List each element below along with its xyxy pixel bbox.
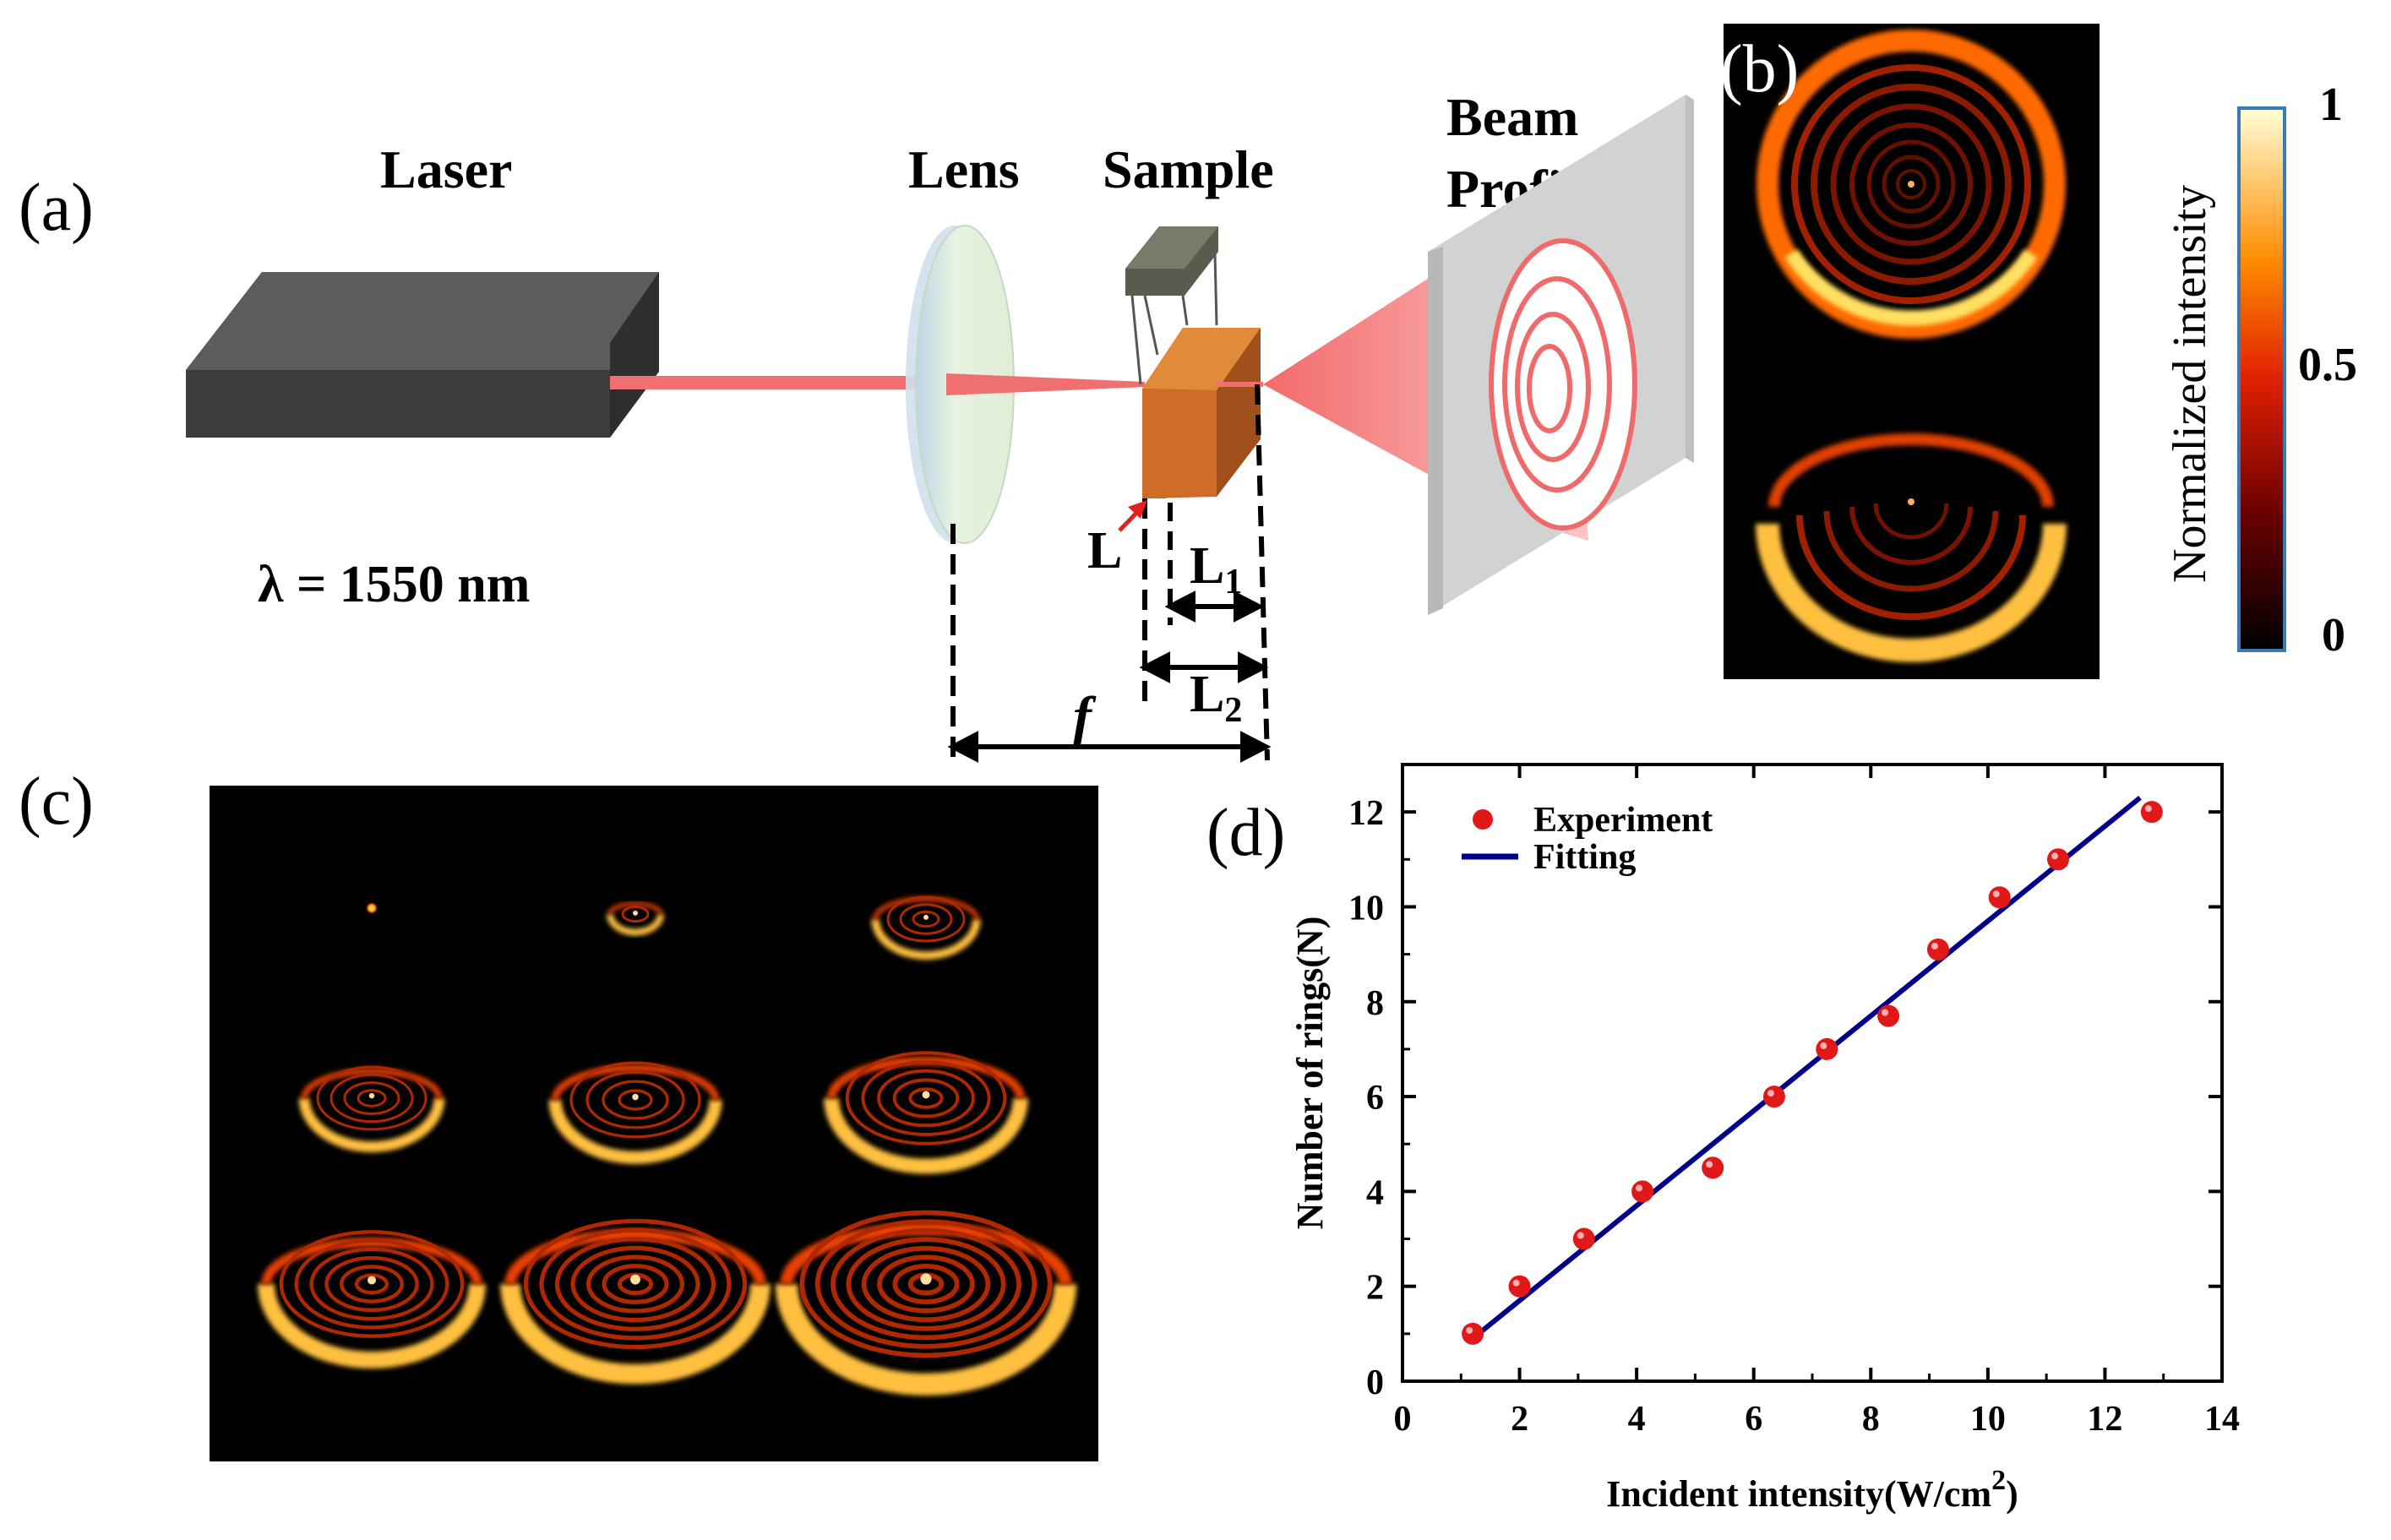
panel-b-bottom-pattern (1756, 433, 2067, 662)
ring-pattern (775, 1210, 1077, 1396)
experiment-point (1508, 1275, 1531, 1298)
y-tick-label: 10 (1348, 889, 1384, 928)
x-tick-label: 10 (1970, 1400, 2006, 1439)
y-tick-label: 8 (1366, 984, 1384, 1023)
colorbar-tick-05: 0.5 (2298, 339, 2357, 391)
panel-a-label: (a) (19, 171, 94, 245)
dimension-arrows (947, 590, 1272, 763)
panel-d-label: (d) (1206, 796, 1285, 870)
colorbar-tick-0: 0 (2322, 609, 2345, 661)
experiment-point (1572, 1227, 1595, 1250)
sample-holder (1125, 226, 1218, 385)
x-axis-label: Incident intensity(W/cm2) (1606, 1465, 2018, 1515)
profiler-ring-pattern (1489, 238, 1637, 531)
lens-label: Lens (908, 139, 1020, 199)
experiment-point (1926, 939, 1949, 960)
sample-cuvette (1142, 328, 1261, 498)
panel-c: (c) (19, 765, 1098, 1461)
x-tick-label: 12 (2087, 1400, 2122, 1439)
experiment-point (2047, 848, 2069, 871)
legend-experiment-marker (1473, 809, 1493, 830)
y-tick-label: 4 (1366, 1173, 1384, 1212)
sample-pointer-arrow (1118, 500, 1147, 532)
ring-pattern (366, 902, 378, 914)
experiment-point (1762, 1086, 1785, 1108)
laser-label: Laser (380, 139, 512, 199)
x-tick-label: 14 (2204, 1400, 2240, 1439)
dim-f-label: f (1073, 686, 1097, 748)
legend-fitting-label: Fitting (1533, 838, 1636, 877)
y-axis-label: Number of rings(N) (1289, 917, 1331, 1230)
legend-experiment-label: Experiment (1533, 801, 1713, 840)
ring-pattern (548, 1061, 722, 1164)
panel-c-pattern-grid (258, 895, 1077, 1396)
panel-c-image (210, 786, 1098, 1461)
laser-device (186, 272, 659, 438)
experiment-point (2140, 801, 2163, 824)
y-tick-label: 0 (1366, 1363, 1384, 1402)
dim-L-label: L (1087, 522, 1122, 580)
colorbar-title: Normalized intensity (2164, 185, 2216, 583)
ring-pattern (824, 1051, 1028, 1174)
laser-beam (610, 376, 948, 389)
dim-L2-label: L2 (1190, 666, 1242, 730)
x-tick-label: 4 (1628, 1400, 1646, 1439)
profiler-label-beam: Beam (1446, 87, 1578, 147)
x-tick-label: 0 (1394, 1400, 1412, 1439)
wavelength-label: λ = 1550 nm (258, 556, 530, 613)
y-tick-label: 6 (1366, 1079, 1384, 1118)
y-tick-label: 2 (1366, 1269, 1384, 1308)
focused-beam (946, 373, 1145, 395)
fitting-line (1471, 795, 2142, 1341)
ring-pattern (500, 1218, 771, 1385)
colorbar-tick-1: 1 (2319, 79, 2343, 131)
experiment-point (1702, 1156, 1724, 1179)
panel-c-label: (c) (19, 765, 94, 839)
y-tick-label: 12 (1348, 794, 1384, 833)
panel-b-label: (b) (1720, 32, 1799, 106)
panel-b-top-pattern (1756, 30, 2066, 339)
ring-pattern (871, 895, 981, 960)
experiment-point (1877, 1004, 1900, 1027)
experiment-point (1988, 886, 2011, 909)
panel-b: (b) Normalized intensity 1 0.5 0 (1720, 24, 2357, 679)
experiment-point (1462, 1322, 1484, 1345)
ring-pattern (298, 1065, 445, 1152)
experiment-point (1816, 1037, 1838, 1060)
panel-a: (a) Laser Lens Sample Beam Profiler λ = … (19, 87, 1694, 763)
ring-pattern (258, 1230, 486, 1369)
ring-pattern (607, 901, 664, 936)
dim-L1-label: L1 (1190, 537, 1242, 601)
experiment-point (1631, 1180, 1654, 1203)
sample-label: Sample (1103, 139, 1274, 199)
x-tick-label: 6 (1745, 1400, 1762, 1439)
x-tick-label: 8 (1862, 1400, 1880, 1439)
x-tick-label: 2 (1511, 1400, 1528, 1439)
colorbar (2237, 106, 2286, 652)
